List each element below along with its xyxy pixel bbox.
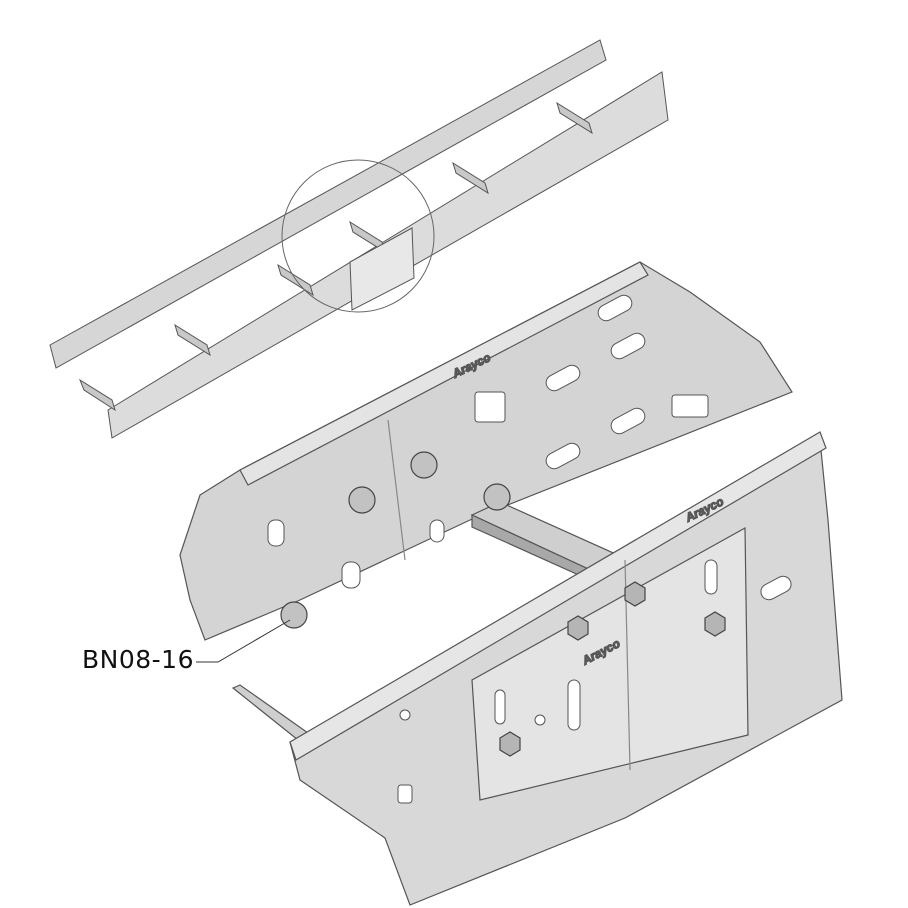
bolt-nut: [499, 731, 521, 757]
bolt-head: [348, 486, 376, 514]
back-rail-slots: [267, 294, 709, 589]
bolt-nut: [567, 615, 589, 641]
part-callout-label: BN08-16: [82, 645, 194, 674]
bolt-head-bn08-16: [280, 601, 308, 629]
overview-back-rail: [49, 39, 607, 369]
overview-rungs: [78, 101, 593, 412]
bolt-nut: [624, 581, 646, 607]
front-rail-slots: [397, 559, 792, 804]
bolts: [280, 451, 726, 757]
detail-rungs: [231, 501, 642, 749]
bolt-head: [483, 483, 511, 511]
splice-plate: [471, 526, 749, 801]
detail-callout-circle: [281, 159, 435, 313]
overview-ladder: [49, 39, 669, 439]
callout-leader-line: [196, 619, 291, 663]
overview-splice-plate: [349, 227, 415, 311]
bolt-nut: [704, 611, 726, 637]
bolt-head: [410, 451, 438, 479]
